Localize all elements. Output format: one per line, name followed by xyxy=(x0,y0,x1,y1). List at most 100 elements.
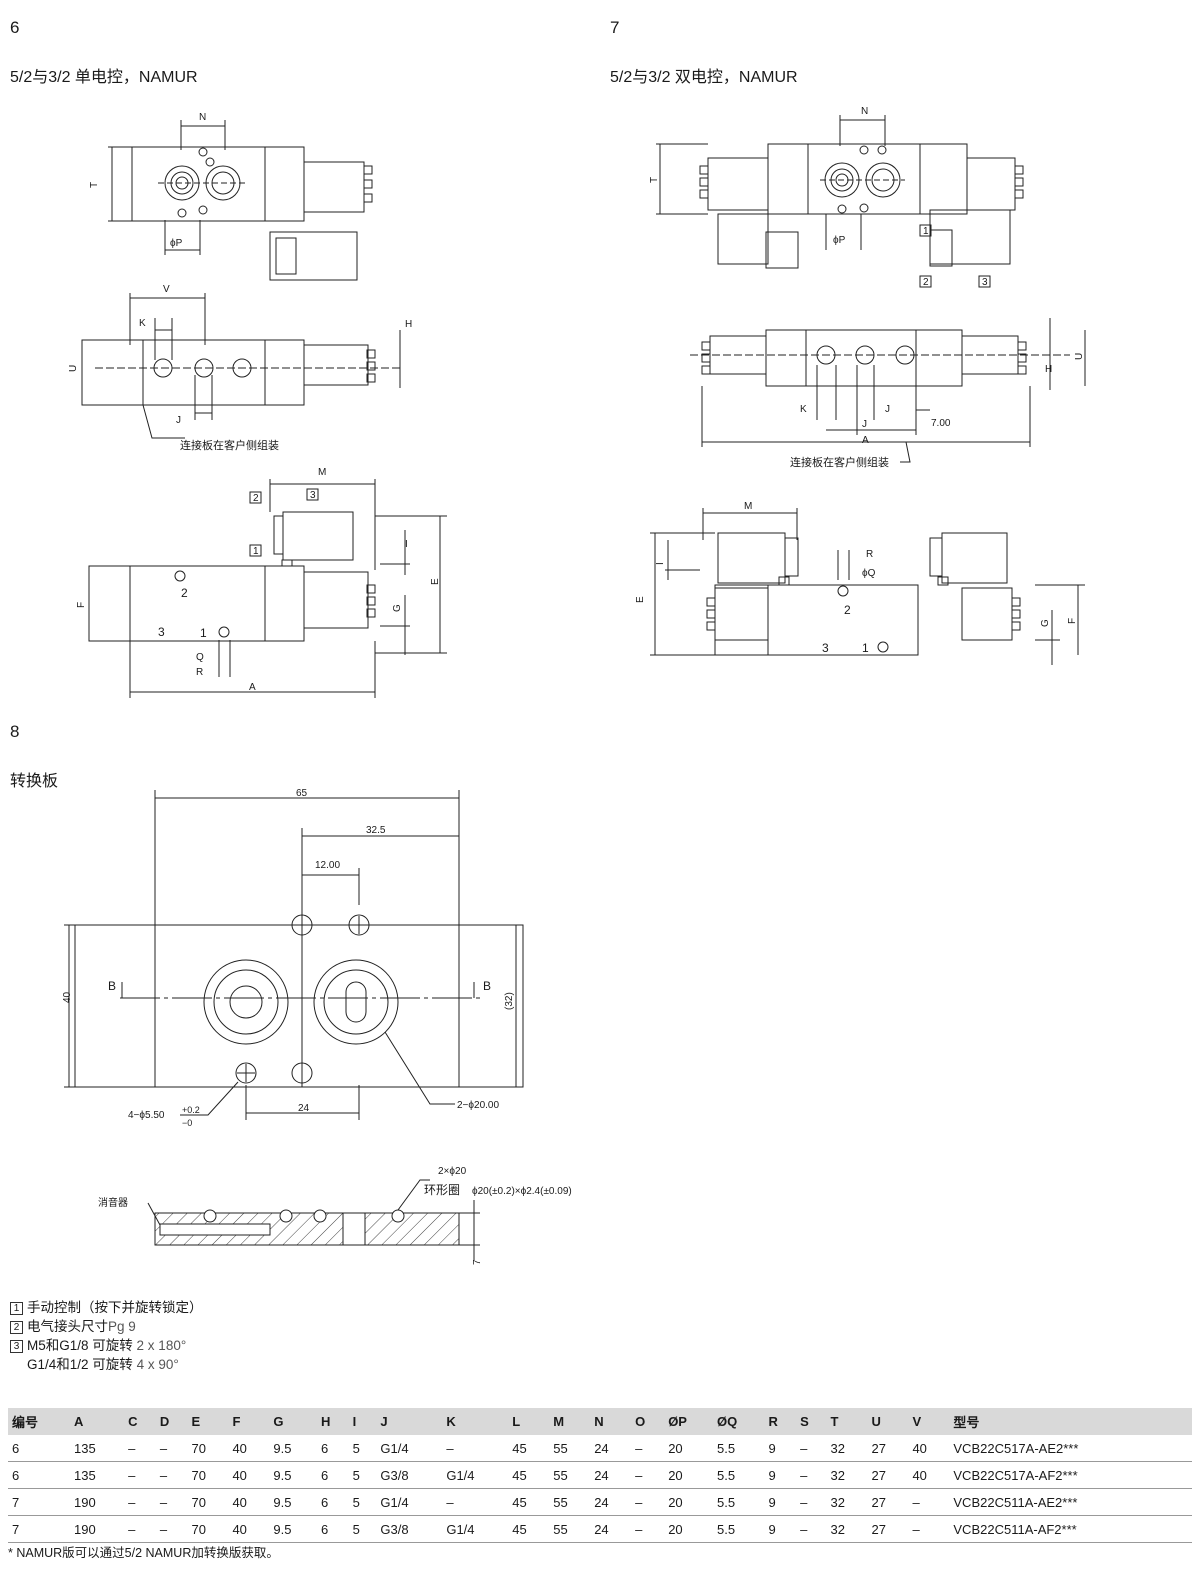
column-header: D xyxy=(155,1408,188,1435)
section-6-number: 6 xyxy=(10,18,20,37)
table-cell: – xyxy=(796,1488,827,1516)
table-cell: 32 xyxy=(826,1435,868,1462)
table-cell: G1/4 xyxy=(442,1461,509,1489)
note-connect-plate-7: 连接板在客户侧组装 xyxy=(790,455,889,469)
table-cell: 190 xyxy=(70,1488,125,1516)
dim-V-6: V xyxy=(163,284,170,295)
column-header: A xyxy=(70,1408,125,1435)
drawing-8-section-view xyxy=(147,1179,480,1260)
table-cell: – xyxy=(796,1515,827,1543)
table-cell: 9.5 xyxy=(269,1435,317,1462)
column-header: F xyxy=(228,1408,270,1435)
label-oring: 环形圈 xyxy=(424,1183,460,1197)
table-cell: – xyxy=(155,1461,188,1489)
column-header: M xyxy=(549,1408,591,1435)
column-header: K xyxy=(442,1408,509,1435)
column-header: C xyxy=(124,1408,156,1435)
dim-phiQ-7: ϕQ xyxy=(862,568,876,579)
table-cell: 5 xyxy=(348,1515,377,1543)
table-cell: 24 xyxy=(590,1488,632,1516)
dim-7: 7 xyxy=(472,1259,483,1265)
table-cell: – xyxy=(155,1515,188,1543)
dim-H-7: H xyxy=(1045,364,1052,375)
dim-M-6: M xyxy=(318,467,326,478)
port-2-6: 2 xyxy=(181,586,188,600)
section-8-title: 转换板 xyxy=(10,773,59,790)
table-cell: 40 xyxy=(908,1461,950,1489)
note-connect-plate-6: 连接板在客户侧组装 xyxy=(180,438,279,452)
dim-T-6: T xyxy=(89,182,100,188)
table-cell: 27 xyxy=(867,1461,909,1489)
table-cell: 9 xyxy=(764,1515,797,1543)
dim-Q-6: Q xyxy=(196,652,204,663)
table-cell: 45 xyxy=(508,1435,550,1462)
table-cell: 6 xyxy=(316,1488,349,1516)
column-header: 型号 xyxy=(949,1408,1192,1435)
dim-H-6: H xyxy=(405,319,412,330)
table-cell: 40 xyxy=(228,1515,270,1543)
table-cell: 24 xyxy=(590,1435,632,1462)
callout-2-7: 2 xyxy=(923,277,929,288)
table-cell: 32 xyxy=(826,1461,868,1489)
callout-1-6: 1 xyxy=(253,546,259,557)
dim-24: 24 xyxy=(298,1103,310,1114)
footnote: * NAMUR版可以通过5/2 NAMUR加转换版获取。 xyxy=(8,1546,279,1560)
table-cell: 9 xyxy=(764,1435,797,1462)
table-cell: 70 xyxy=(187,1461,229,1489)
table-cell: – xyxy=(631,1515,665,1543)
dim-U-6: U xyxy=(68,365,79,372)
table-cell: 55 xyxy=(549,1488,591,1516)
note-holes: 4−ϕ5.50 xyxy=(128,1110,165,1121)
dim-12: 12.00 xyxy=(315,860,340,871)
dim-32-5: 32.5 xyxy=(366,825,386,836)
dim-M-7: M xyxy=(744,501,752,512)
table-cell: 6 xyxy=(8,1461,70,1489)
table-cell: VCB22C517A-AF2*** xyxy=(949,1461,1192,1489)
dim-F-7: F xyxy=(1067,618,1078,624)
table-cell: 40 xyxy=(908,1435,950,1462)
table-cell: 20 xyxy=(664,1461,714,1489)
column-header: G xyxy=(269,1408,317,1435)
table-cell: 27 xyxy=(867,1488,909,1516)
dim-T-7: T xyxy=(649,177,660,183)
table-cell: 5 xyxy=(348,1435,377,1462)
table-cell: 5 xyxy=(348,1461,377,1489)
table-cell: – xyxy=(124,1435,156,1462)
dim-I-7: I xyxy=(655,562,666,565)
dim-G-7: G xyxy=(1040,619,1051,627)
table-cell: 135 xyxy=(70,1435,125,1462)
table-cell: 45 xyxy=(508,1488,550,1516)
note-tol-plus: +0.2 xyxy=(182,1105,200,1115)
dim-P-7: ϕP xyxy=(833,235,846,246)
table-cell: 5.5 xyxy=(713,1488,765,1516)
column-header: O xyxy=(631,1408,665,1435)
dim-A-7: A xyxy=(862,435,869,446)
table-cell: G1/4 xyxy=(442,1515,509,1543)
table-cell: VCB22C517A-AE2*** xyxy=(949,1435,1192,1462)
dim-J2-7: J xyxy=(862,419,867,430)
dim-J-7: J xyxy=(885,404,890,415)
table-cell: – xyxy=(796,1461,827,1489)
callout-3-6: 3 xyxy=(310,490,316,501)
table-cell: 5 xyxy=(348,1488,377,1516)
drawing-7-top-view xyxy=(656,115,1024,288)
table-cell: 6 xyxy=(8,1435,70,1462)
dim-K-7: K xyxy=(800,404,807,415)
table-cell: 20 xyxy=(664,1435,714,1462)
table-cell: – xyxy=(796,1435,827,1462)
section-6-title: 5/2与3/2 单电控，NAMUR xyxy=(10,69,198,86)
drawing-6-side-view xyxy=(88,479,447,698)
drawing-6-top-view xyxy=(108,120,373,281)
table-cell: – xyxy=(442,1488,509,1516)
dim-32: (32) xyxy=(504,992,515,1010)
dim-K-6: K xyxy=(139,318,146,329)
table-cell: 135 xyxy=(70,1461,125,1489)
drawing-8-plan-view xyxy=(64,790,524,1120)
dim-700-7: 7.00 xyxy=(931,418,951,429)
